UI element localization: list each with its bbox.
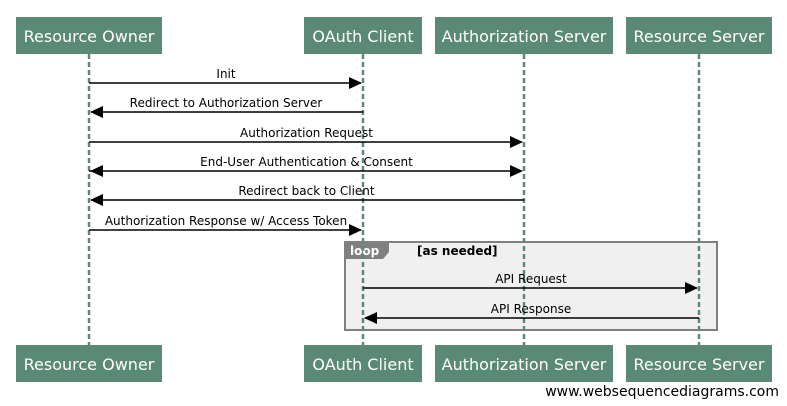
message-6: Authorization Response w/ Access Token [89, 214, 362, 236]
actor-label: Authorization Server [442, 27, 607, 46]
arrow-head [349, 77, 362, 89]
actor-box [626, 17, 772, 54]
arrow-head [364, 312, 377, 324]
actor-box [16, 17, 162, 54]
actor-auth-bottom: Authorization Server [435, 345, 613, 382]
message-label: Redirect back to Client [238, 184, 375, 198]
loop-tag: loop [350, 244, 380, 258]
actor-box [626, 345, 772, 382]
actor-label: OAuth Client [312, 355, 413, 374]
message-4: End-User Authentication & Consent [89, 155, 523, 177]
message-3: Authorization Request [89, 126, 523, 148]
message-label: Init [216, 67, 235, 81]
actor-owner-bottom: Resource Owner [16, 345, 162, 382]
loop-guard: [as needed] [417, 244, 498, 258]
arrow-head [90, 106, 103, 118]
actor-box [435, 345, 613, 382]
message-label: Redirect to Authorization Server [130, 96, 323, 110]
message-5: Redirect back to Client [90, 184, 524, 206]
actor-auth-top: Authorization Server [435, 17, 613, 54]
actor-client-top: OAuth Client [304, 17, 422, 54]
actor-box [304, 345, 422, 382]
message-label: End-User Authentication & Consent [200, 155, 413, 169]
actor-box [16, 345, 162, 382]
loop-frame [344, 241, 718, 331]
message-label: Authorization Request [240, 126, 373, 140]
actor-owner-top: Resource Owner [16, 17, 162, 54]
message-1: Init [89, 67, 362, 89]
loop-tag-box [345, 242, 389, 259]
actor-label: Resource Owner [24, 27, 155, 46]
message-7: API Request [363, 272, 698, 294]
actor-resource-bottom: Resource Server [626, 345, 772, 382]
message-8: API Response [364, 302, 699, 324]
actor-label: OAuth Client [312, 27, 413, 46]
actor-client-bottom: OAuth Client [304, 345, 422, 382]
actor-label: Resource Server [634, 27, 765, 46]
watermark: www.websequencediagrams.com [545, 384, 779, 400]
arrow-head [510, 136, 523, 148]
arrow-head [349, 224, 362, 236]
actor-label: Authorization Server [442, 355, 607, 374]
actor-resource-top: Resource Server [626, 17, 772, 54]
actor-box [304, 17, 422, 54]
actor-label: Resource Owner [24, 355, 155, 374]
message-label: API Request [495, 272, 567, 286]
arrow-head [510, 165, 523, 177]
message-label: API Response [491, 302, 571, 316]
arrow-head [90, 194, 103, 206]
actor-box [435, 17, 613, 54]
message-2: Redirect to Authorization Server [90, 96, 363, 118]
arrow-head [90, 165, 103, 177]
actor-label: Resource Server [634, 355, 765, 374]
arrow-head [685, 282, 698, 294]
message-label: Authorization Response w/ Access Token [105, 214, 347, 228]
